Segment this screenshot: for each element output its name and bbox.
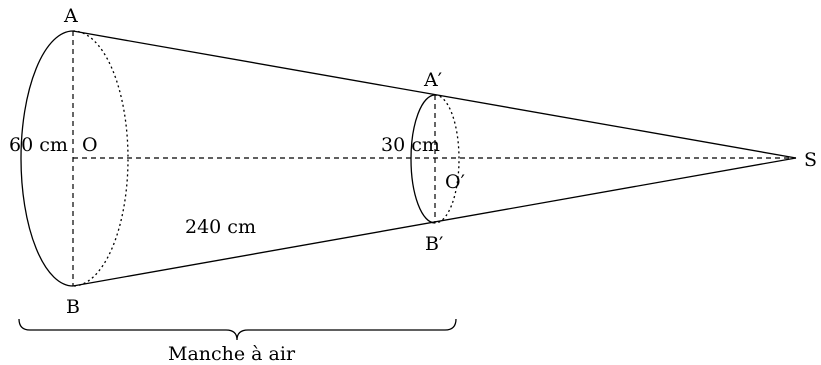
label-point-s: S xyxy=(804,149,817,171)
brace-manche-a-air xyxy=(18,318,457,341)
label-length: 240 cm xyxy=(185,216,256,238)
label-point-a: A xyxy=(63,5,78,27)
label-small-diameter: 30 cm xyxy=(381,134,440,156)
label-point-b-prime: B′ xyxy=(425,233,443,255)
label-point-b: B xyxy=(66,296,80,318)
label-point-o-prime: O′ xyxy=(445,171,465,193)
caption-manche-a-air: Manche à air xyxy=(168,343,296,365)
label-point-a-prime: A′ xyxy=(423,69,442,91)
small-base-front-arc xyxy=(410,94,436,224)
label-point-o: O xyxy=(82,134,98,156)
small-base-hidden-arc xyxy=(434,94,460,224)
label-large-diameter: 60 cm xyxy=(9,134,68,156)
large-base-front-arc xyxy=(20,30,74,287)
